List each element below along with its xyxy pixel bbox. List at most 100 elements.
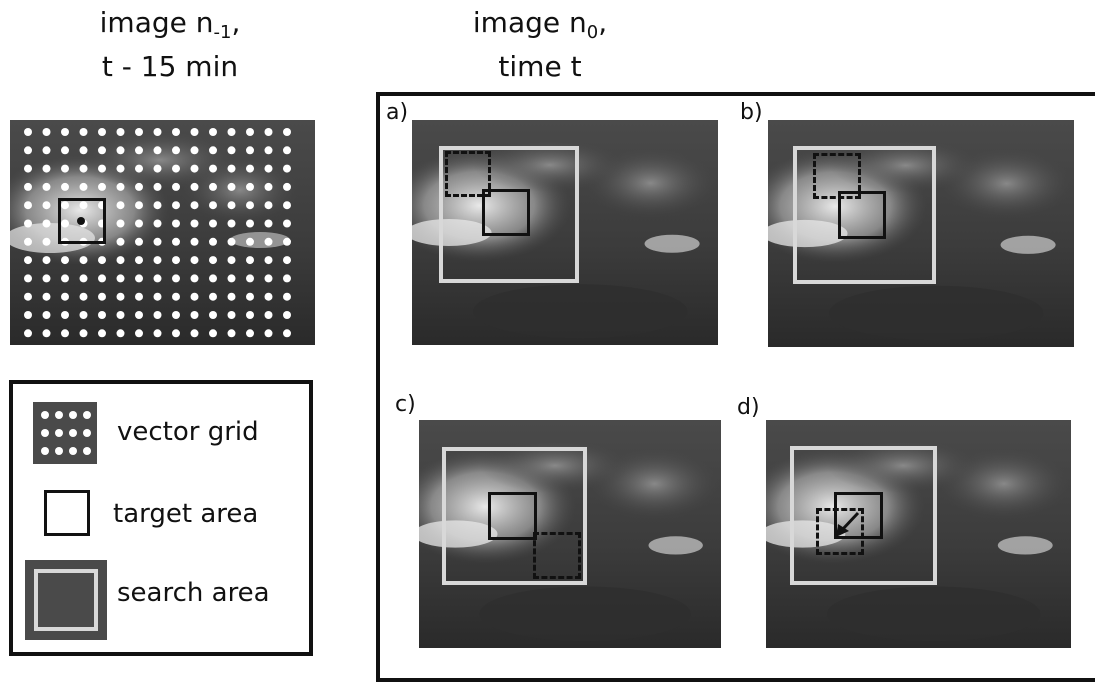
grid-dot: [227, 128, 236, 136]
grid-dot: [79, 128, 88, 136]
grid-dot: [116, 237, 125, 246]
search-area-icon: [25, 560, 107, 640]
grid-dot: [246, 164, 254, 173]
grid-dot: [264, 219, 273, 228]
left-title-time: t - 15 min: [101, 50, 239, 83]
grid-dot: [172, 146, 180, 155]
grid-dot: [283, 329, 291, 338]
panel-a-candidate-window: [445, 151, 491, 197]
grid-dot: [227, 201, 236, 210]
grid-dot: [227, 219, 236, 228]
grid-dot: [61, 311, 69, 319]
grid-dot: [264, 182, 273, 191]
right-image-title: image n0, time t: [430, 6, 650, 84]
grid-dot: [42, 164, 51, 173]
grid-dot: [116, 182, 125, 191]
grid-dot: [24, 164, 32, 173]
grid-dot: [61, 128, 69, 136]
grid-dot: [172, 128, 180, 136]
legend: vector grid target area search area: [9, 380, 313, 656]
grid-dot: [24, 274, 32, 283]
grid-dot: [135, 164, 143, 173]
grid-dot: [283, 201, 291, 210]
grid-dot: [61, 292, 69, 301]
grid-dot: [283, 237, 291, 246]
right-title-comma: ,: [598, 6, 608, 39]
grid-dot: [98, 329, 106, 338]
grid-dot: [190, 164, 199, 173]
grid-dot: [190, 274, 199, 283]
panel-c-image: [419, 420, 721, 648]
grid-dot: [264, 237, 273, 246]
panel-c-target-area: [488, 492, 537, 540]
grid-dot: [246, 128, 254, 136]
grid-dot: [42, 128, 51, 136]
left-title-comma: ,: [231, 6, 241, 39]
grid-dot: [283, 219, 291, 228]
grid-dot: [135, 237, 143, 246]
grid-dot: [264, 128, 273, 136]
grid-dot: [24, 128, 32, 136]
grid-dot: [246, 274, 254, 283]
grid-dot: [24, 256, 32, 265]
grid-dot: [264, 201, 273, 210]
grid-dot: [42, 219, 51, 228]
legend-target-area-label: target area: [113, 499, 259, 529]
grid-dot: [172, 329, 180, 338]
grid-dot: [283, 311, 291, 319]
vector-grid: [24, 128, 291, 338]
grid-dot: [283, 292, 291, 301]
grid-dot: [172, 182, 180, 191]
grid-dot: [24, 311, 32, 319]
panel-a-target-area: [482, 189, 530, 236]
vector-grid-icon: [33, 402, 97, 464]
grid-dot: [42, 201, 51, 210]
grid-dot: [246, 329, 254, 338]
grid-dot: [98, 292, 106, 301]
grid-dot: [61, 146, 69, 155]
grid-dot: [283, 146, 291, 155]
grid-dot: [79, 146, 88, 155]
grid-dot: [61, 201, 69, 210]
grid-dot: [153, 256, 162, 265]
grid-dot: [79, 182, 88, 191]
grid-dot: [246, 201, 254, 210]
grid-dot: [153, 146, 162, 155]
grid-dot: [209, 292, 217, 301]
grid-dot: [246, 237, 254, 246]
grid-dot: [42, 182, 51, 191]
grid-dot: [79, 292, 88, 301]
right-title-text: image n: [472, 6, 587, 39]
grid-dot: [42, 274, 51, 283]
grid-dot: [153, 182, 162, 191]
grid-dot: [172, 219, 180, 228]
grid-dot: [79, 311, 88, 319]
grid-dot: [264, 292, 273, 301]
panel-d-search-area: [790, 446, 937, 585]
right-title-subscript: 0: [586, 22, 599, 43]
legend-vector-grid-label: vector grid: [117, 417, 259, 447]
grid-dot: [172, 311, 180, 319]
grid-dot: [246, 146, 254, 155]
grid-dot: [98, 146, 106, 155]
grid-dot: [135, 182, 143, 191]
grid-dot: [283, 164, 291, 173]
grid-dot: [61, 164, 69, 173]
grid-dot: [283, 128, 291, 136]
grid-dot: [190, 256, 199, 265]
grid-dot: [98, 128, 106, 136]
grid-dot: [190, 237, 199, 246]
grid-dot: [227, 292, 236, 301]
grid-dot: [227, 274, 236, 283]
grid-dot: [264, 256, 273, 265]
grid-dot: [190, 128, 199, 136]
grid-dot: [209, 311, 217, 319]
grid-dot: [135, 311, 143, 319]
grid-dot: [190, 292, 199, 301]
grid-dot: [283, 182, 291, 191]
grid-dot: [153, 164, 162, 173]
grid-dot: [246, 182, 254, 191]
grid-dot: [190, 329, 199, 338]
grid-dot: [24, 292, 32, 301]
grid-dot: [190, 201, 199, 210]
